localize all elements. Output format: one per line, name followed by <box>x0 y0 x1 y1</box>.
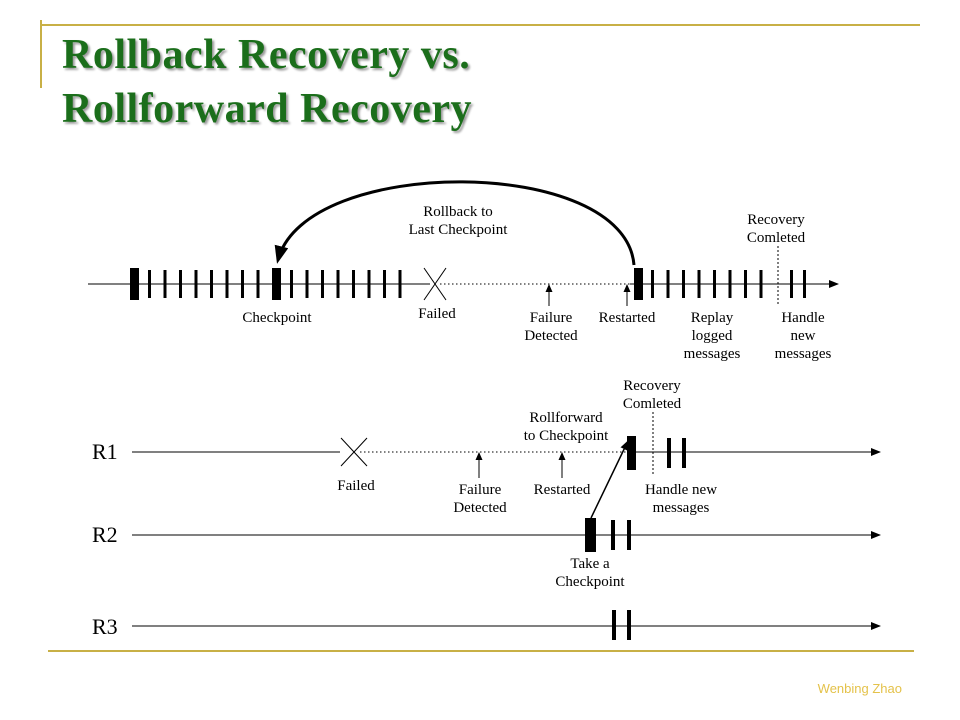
message-tick <box>713 270 716 298</box>
failed-label: Failed <box>418 306 456 322</box>
rollforward-line1: Rollforward <box>529 410 603 426</box>
restarted-label: Restarted <box>599 310 656 326</box>
failure-detected-line2: Detected <box>453 500 507 516</box>
message-tick <box>666 270 670 298</box>
message-ticks <box>290 270 402 298</box>
message-tick <box>398 270 402 298</box>
failure-detected-line1: Failure <box>459 482 502 498</box>
new-message-ticks <box>790 270 806 298</box>
replica-r1: R1 <box>92 412 881 478</box>
message-tick <box>290 270 293 298</box>
top-labels: Rollback to Last Checkpoint Recovery Com… <box>242 204 831 362</box>
message-tick <box>651 270 654 298</box>
recovery-completed-line1: Recovery <box>623 378 681 394</box>
message-tick <box>667 438 671 468</box>
message-tick <box>790 270 793 298</box>
message-tick <box>759 270 763 298</box>
message-tick <box>383 270 386 298</box>
message-tick <box>612 610 616 640</box>
message-tick <box>148 270 151 298</box>
message-tick <box>352 270 355 298</box>
page-title: Rollback Recovery vs. Rollforward Recove… <box>62 28 472 136</box>
message-tick <box>682 438 686 468</box>
message-tick <box>225 270 229 298</box>
top-rule <box>40 24 920 26</box>
message-tick <box>305 270 309 298</box>
replay-line3: messages <box>684 346 741 362</box>
checkpoint-block <box>272 268 281 300</box>
row-label-r3: R3 <box>92 614 118 639</box>
message-tick <box>367 270 371 298</box>
message-tick <box>321 270 324 298</box>
take-checkpoint-line2: Checkpoint <box>555 574 625 590</box>
rollback-arrow <box>274 180 636 266</box>
message-tick <box>627 610 631 640</box>
handle-new-line2: new <box>791 328 816 344</box>
replay-line1: Replay <box>691 310 734 326</box>
checkpoint-block <box>130 268 139 300</box>
message-tick <box>210 270 213 298</box>
take-checkpoint-line1: Take a <box>570 556 610 572</box>
message-tick <box>256 270 260 298</box>
bottom-rule <box>48 650 914 652</box>
title-line-1: Rollback Recovery vs. <box>62 32 471 78</box>
left-rule <box>40 20 42 88</box>
message-tick <box>336 270 340 298</box>
failure-detected-line2: Detected <box>524 328 578 344</box>
rollback-label-line1: Rollback to <box>423 204 493 220</box>
message-tick <box>803 270 806 298</box>
rollforward-checkpoint-block <box>627 436 636 470</box>
handle-new-line1: Handle <box>781 310 825 326</box>
replayed-message-ticks <box>651 270 763 298</box>
replica-r3: R3 <box>92 610 881 640</box>
recovery-completed-line1: Recovery <box>747 212 805 228</box>
message-tick <box>241 270 244 298</box>
recovery-completed-line2: Comleted <box>747 230 806 246</box>
footer-author: Wenbing Zhao <box>817 681 902 696</box>
top-timeline <box>88 180 839 306</box>
failed-label: Failed <box>337 478 375 494</box>
message-ticks <box>148 270 260 298</box>
message-tick <box>744 270 747 298</box>
message-tick <box>627 520 631 550</box>
rollback-label-line2: Last Checkpoint <box>409 222 509 238</box>
failure-cross-icon <box>423 267 447 301</box>
row-label-r2: R2 <box>92 522 118 547</box>
recovery-completed-line2: Comleted <box>623 396 682 412</box>
restarted-label: Restarted <box>534 482 591 498</box>
message-tick <box>728 270 732 298</box>
title-line-2: Rollforward Recovery <box>62 86 473 132</box>
replica-r2: R2 <box>92 440 881 552</box>
message-tick <box>163 270 167 298</box>
message-tick <box>179 270 182 298</box>
handle-new-line3: messages <box>775 346 832 362</box>
row-label-r1: R1 <box>92 439 118 464</box>
checkpoint-label: Checkpoint <box>242 310 312 326</box>
message-tick <box>697 270 701 298</box>
failure-detected-line1: Failure <box>530 310 573 326</box>
failure-cross-icon <box>340 437 368 467</box>
message-tick <box>194 270 198 298</box>
checkpoint-block <box>585 518 596 552</box>
handle-new-line2: messages <box>653 500 710 516</box>
message-tick <box>611 520 615 550</box>
checkpoint-transfer-arrow <box>590 440 629 519</box>
message-tick <box>682 270 685 298</box>
handle-new-line1: Handle new <box>645 482 717 498</box>
checkpoint-block <box>634 268 643 300</box>
rollforward-line2: to Checkpoint <box>524 428 609 444</box>
bottom-labels: Recovery Comleted Rollforward to Checkpo… <box>337 378 717 590</box>
replay-line2: logged <box>692 328 733 344</box>
